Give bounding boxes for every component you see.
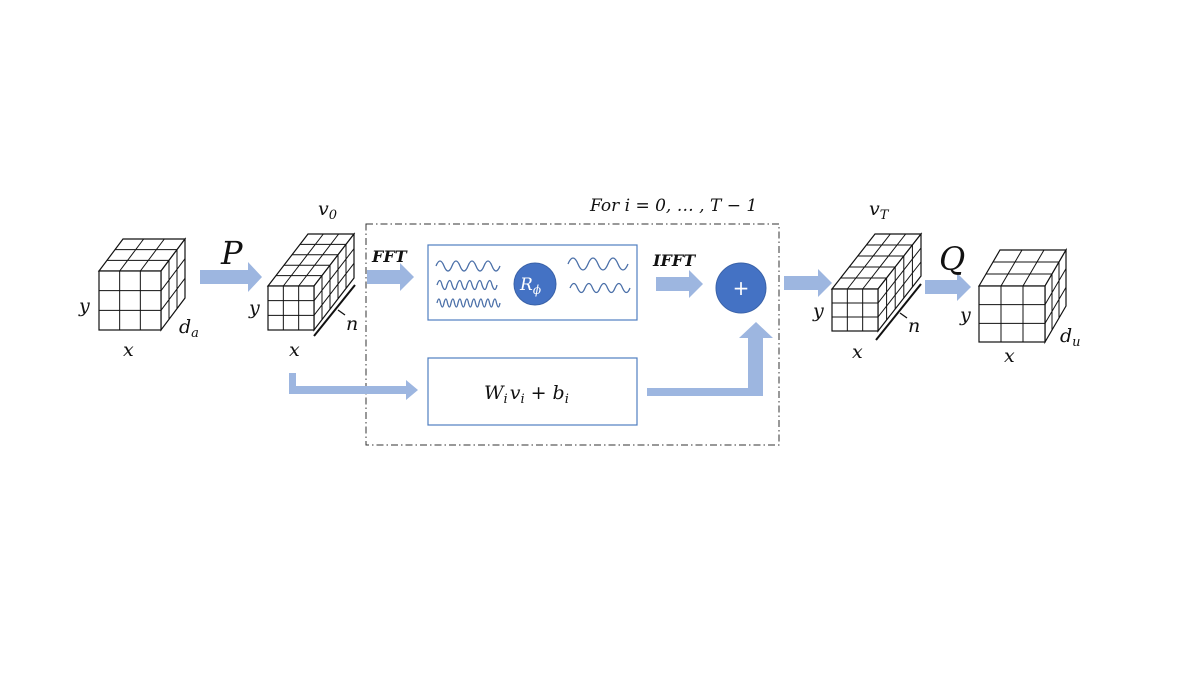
vT-y-label: y xyxy=(812,300,824,322)
mid-freq-wave-icon xyxy=(436,279,498,291)
vT-depth-tick xyxy=(899,312,908,319)
skip-path-arrow xyxy=(289,373,418,400)
loop-label: For i = 0, … , T − 1 xyxy=(589,196,757,216)
ifft-arrow xyxy=(656,270,703,298)
fft-label: FFT xyxy=(371,247,408,266)
input-tensor-cube xyxy=(97,237,187,332)
project-arrow xyxy=(925,273,971,301)
v0-label: v0 xyxy=(318,198,337,223)
input-channel-label: da xyxy=(179,316,199,341)
output-cube-front-face xyxy=(978,285,1046,343)
vT-tensor-cube xyxy=(830,232,923,333)
input-cube-front-face xyxy=(98,270,162,331)
spectral-weight-node xyxy=(513,262,557,306)
input-x-label: x xyxy=(123,339,134,361)
linear-transform-block xyxy=(427,357,638,426)
lift-operator-label: P xyxy=(220,234,243,272)
vT-depth-bracket xyxy=(875,283,922,341)
input-y-label: y xyxy=(78,295,90,317)
v0-y-label: y xyxy=(248,297,260,319)
vT-label: vT xyxy=(869,198,890,223)
lift-arrow xyxy=(200,262,262,292)
low-freq-wave-icon xyxy=(435,260,501,272)
spectral-weight-label: Rϕ xyxy=(519,275,541,297)
output-x-label: x xyxy=(1004,345,1015,367)
v0-depth-tick xyxy=(337,309,346,316)
v0-x-label: x xyxy=(289,339,300,361)
v0-cube-front-face xyxy=(267,285,315,331)
output-tensor-cube xyxy=(977,247,1068,345)
linear-to-sum-arrow xyxy=(647,322,773,396)
vT-x-label: x xyxy=(852,341,863,363)
v0-depth-label: n xyxy=(346,313,358,335)
output-channel-label: du xyxy=(1060,325,1081,350)
ifft-label: IFFT xyxy=(652,251,696,270)
vT-cube-front-face xyxy=(831,288,879,332)
high-freq-wave-icon xyxy=(436,298,501,308)
loop-output-arrow xyxy=(784,269,832,297)
project-operator-label: Q xyxy=(939,240,965,278)
filtered-mid-wave-icon xyxy=(569,282,631,294)
fourier-layer-loop-box xyxy=(365,223,780,446)
sum-node xyxy=(715,262,767,314)
filtered-low-wave-icon xyxy=(567,257,629,271)
vT-depth-label: n xyxy=(908,315,920,337)
fft-arrow xyxy=(367,263,414,291)
output-y-label: y xyxy=(959,304,971,326)
sum-symbol: + xyxy=(733,276,750,300)
v0-tensor-cube xyxy=(266,232,356,332)
v0-depth-bracket xyxy=(313,284,356,337)
